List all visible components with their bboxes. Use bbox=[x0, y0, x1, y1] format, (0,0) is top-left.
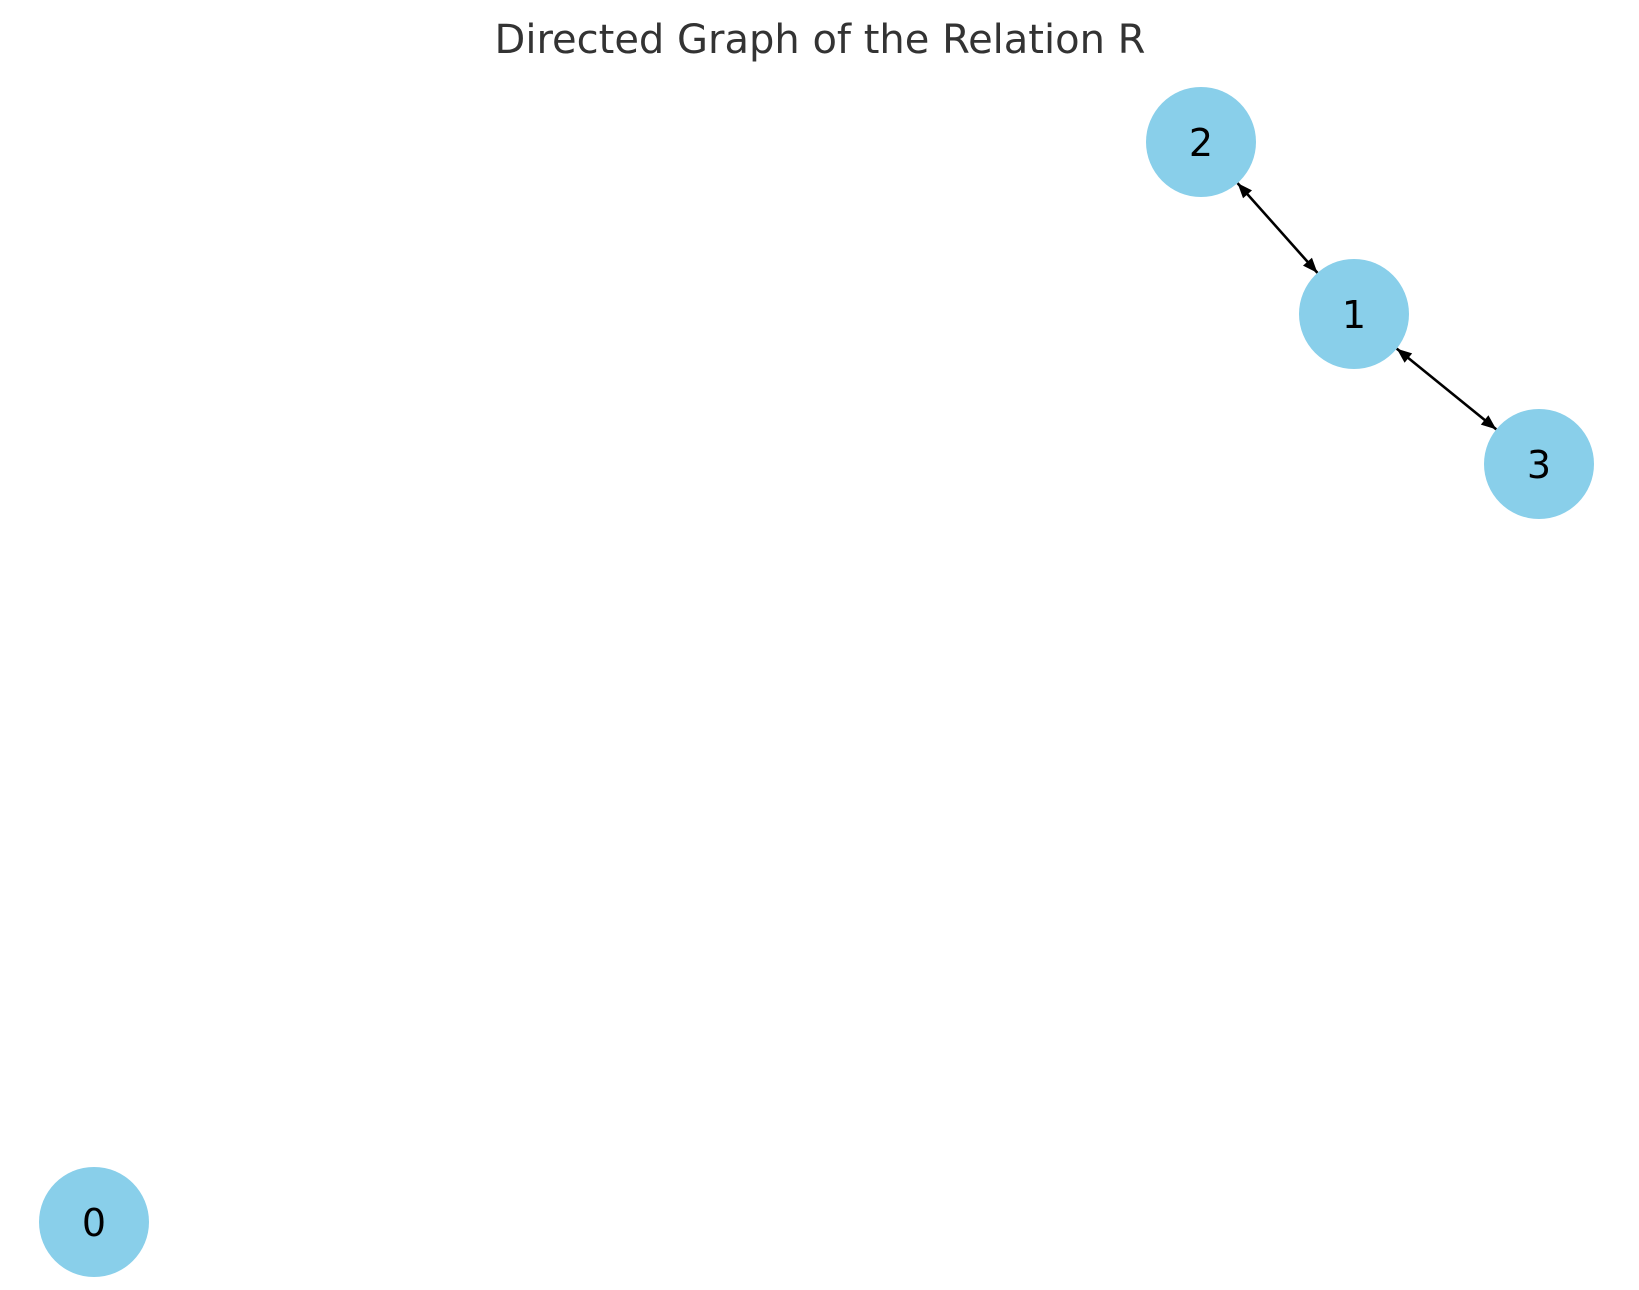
node-circle bbox=[39, 1167, 149, 1277]
node-circle bbox=[1146, 87, 1256, 197]
nodes-layer: 0 1 2 3 bbox=[39, 87, 1594, 1277]
edge-line bbox=[1236, 182, 1319, 274]
arrow-head bbox=[1237, 183, 1253, 199]
node-label: 3 bbox=[1527, 443, 1551, 487]
node-1: 1 bbox=[1299, 259, 1409, 369]
node-2: 2 bbox=[1146, 87, 1256, 197]
node-circle bbox=[1299, 259, 1409, 369]
arrow-head bbox=[1302, 257, 1318, 273]
node-label: 1 bbox=[1342, 293, 1366, 337]
node-label: 0 bbox=[82, 1201, 106, 1245]
edge-1-3 bbox=[1395, 347, 1498, 431]
edge-1-2 bbox=[1236, 182, 1319, 274]
node-circle bbox=[1484, 409, 1594, 519]
arrow-head bbox=[1396, 348, 1413, 363]
edges-layer bbox=[1236, 182, 1498, 431]
edge-line bbox=[1395, 347, 1498, 431]
node-0: 0 bbox=[39, 1167, 149, 1277]
node-label: 2 bbox=[1189, 121, 1213, 165]
arrow-head bbox=[1480, 415, 1497, 430]
node-3: 3 bbox=[1484, 409, 1594, 519]
graph-title: Directed Graph of the Relation R bbox=[495, 17, 1146, 63]
